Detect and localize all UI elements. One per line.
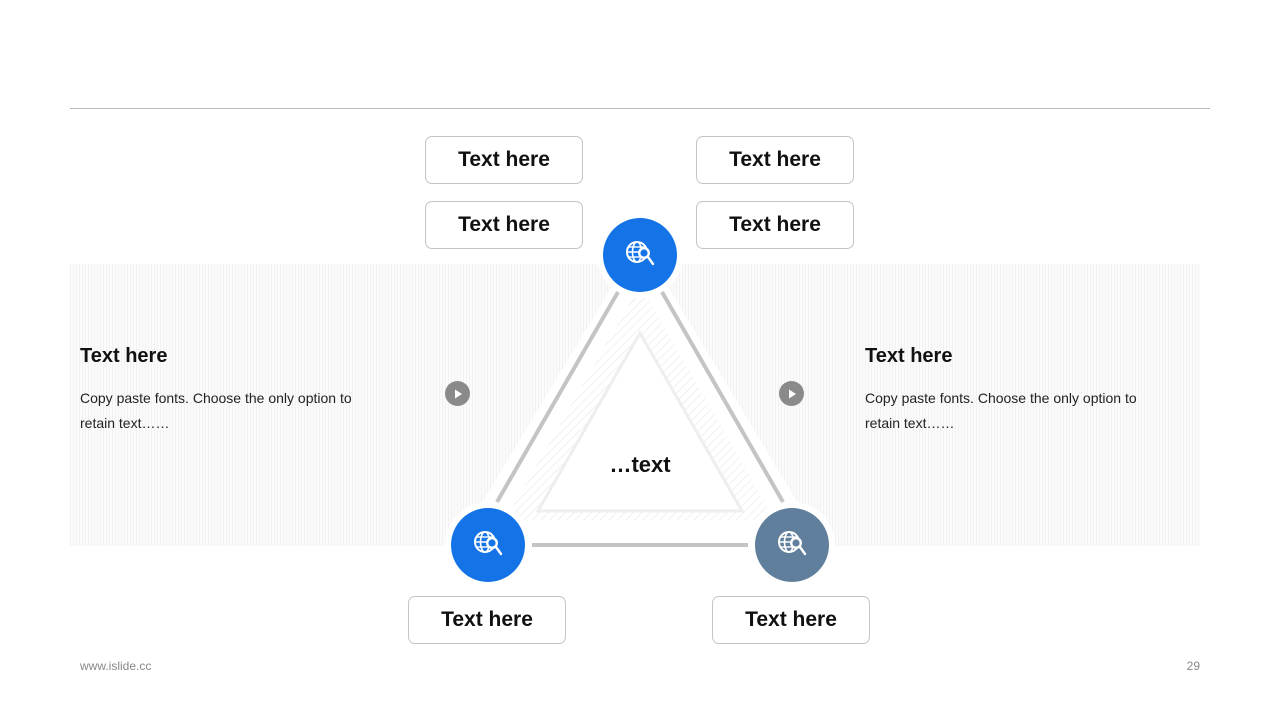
globe-search-icon <box>778 531 807 556</box>
edge-left <box>495 291 620 503</box>
label-bottom-left: Text here <box>408 596 566 644</box>
right-panel-title: Text here <box>865 345 953 367</box>
left-panel-body: Copy paste fonts. Choose the only option… <box>80 390 352 431</box>
globe-search-icon <box>626 241 655 266</box>
play-icon-left <box>445 381 470 406</box>
header-divider <box>70 108 1210 109</box>
label-bottom-right: Text here <box>712 596 870 644</box>
center-label: …text <box>609 452 671 477</box>
edge-right <box>660 291 785 503</box>
left-panel-title: Text here <box>80 345 168 367</box>
globe-search-icon <box>474 531 503 556</box>
label-top-left-1: Text here <box>425 136 583 184</box>
node-bottom-left <box>451 508 525 582</box>
triangle-inner <box>535 329 745 513</box>
label-top-right-1: Text here <box>696 136 854 184</box>
node-top <box>603 218 677 292</box>
footer-website: www.islide.cc <box>80 659 152 673</box>
node-bottom-right <box>755 508 829 582</box>
label-top-left-2: Text here <box>425 201 583 249</box>
right-panel-body: Copy paste fonts. Choose the only option… <box>865 390 1137 431</box>
page-number: 29 <box>1186 659 1200 673</box>
label-top-right-2: Text here <box>696 201 854 249</box>
play-icon-right <box>779 381 804 406</box>
